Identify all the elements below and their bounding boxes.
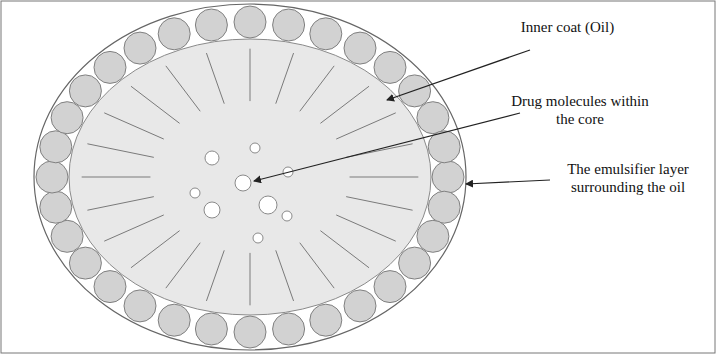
- leader-arrow: [387, 50, 530, 100]
- leader-arrows: [254, 50, 550, 184]
- leader-arrow: [254, 113, 520, 181]
- drug-molecules: [190, 143, 293, 243]
- callout-label: Drug molecules within the core: [510, 92, 650, 128]
- leader-arrow: [466, 180, 550, 184]
- oil-core: [69, 39, 431, 315]
- callout-label: The emulsifier layer surrounding the oil: [548, 160, 708, 196]
- callout-label: Inner coat (Oil): [520, 18, 615, 36]
- emulsifier-layer: [36, 6, 464, 348]
- radial-lines: [82, 49, 419, 306]
- droplet-outline: [34, 4, 466, 350]
